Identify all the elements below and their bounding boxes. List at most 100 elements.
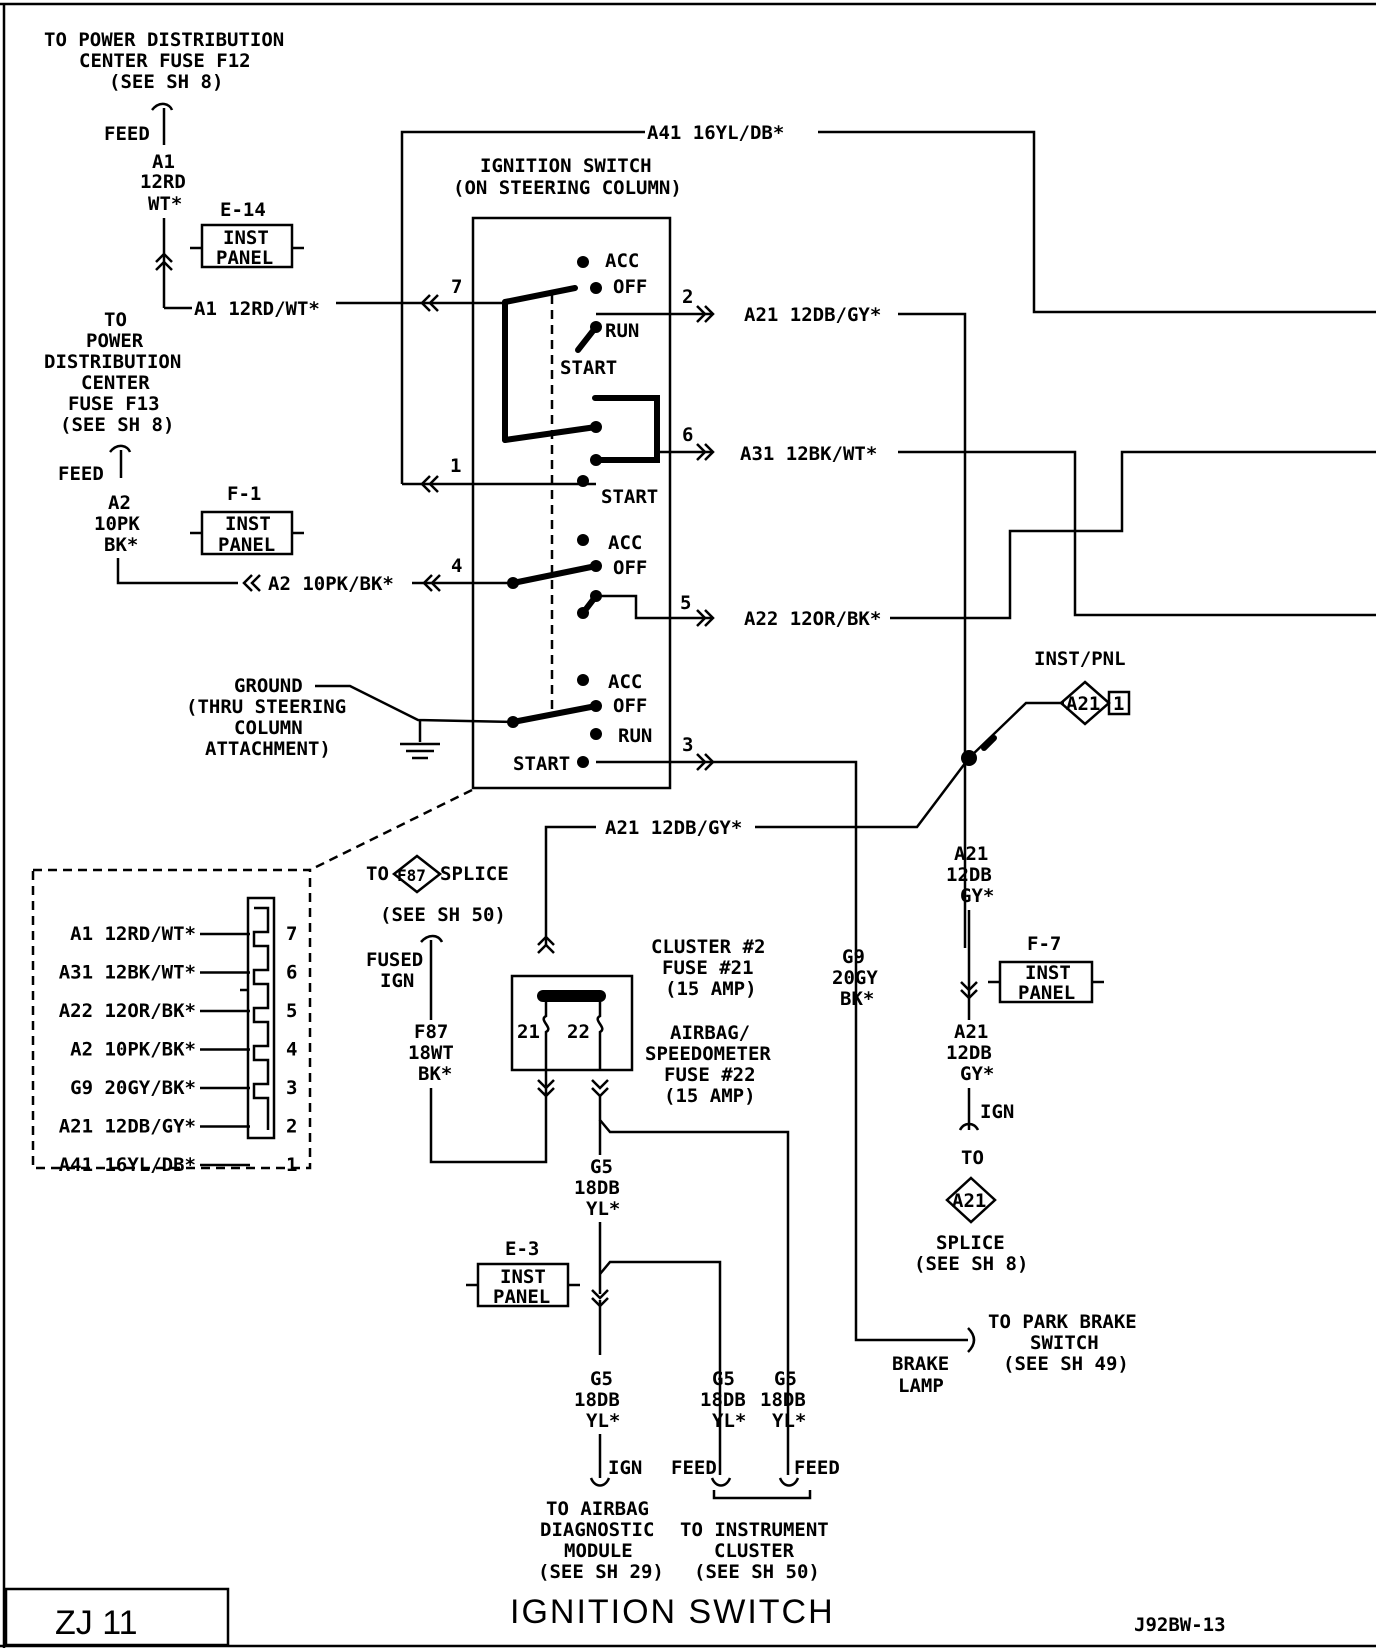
start2-label: START (601, 486, 658, 508)
bottom-feed1: FEED (671, 1457, 717, 1479)
e14-l2: PANEL (216, 247, 273, 269)
f87-fused: FUSED (366, 949, 423, 971)
pin4-label: 4 (451, 555, 462, 577)
f12-w2: 12RD (140, 171, 186, 193)
brake-l2: LAMP (898, 1375, 944, 1397)
a21r-w6: GY* (960, 1063, 994, 1085)
f13-line5: FUSE F13 (68, 393, 160, 415)
conn-f7: F-7 INST PANEL (988, 933, 1104, 1004)
ignition-switch: IGNITION SWITCH (ON STEERING COLUMN) ACC… (453, 155, 682, 790)
ign-switch-subtitle: (ON STEERING COLUMN) (453, 177, 682, 199)
f13-feed: FEED (58, 463, 104, 485)
f87-diamond: F87 (397, 866, 426, 885)
g5-top-w2: 18DB (574, 1177, 620, 1199)
park-l2: SWITCH (1030, 1332, 1099, 1354)
start1-label: START (560, 357, 617, 379)
g5-mid-w2: 18DB (700, 1389, 746, 1411)
e3-l2: PANEL (493, 1286, 550, 1308)
drawing-id: J92BW-13 (1134, 1614, 1226, 1636)
f1-l2: PANEL (218, 534, 275, 556)
e14-l1: INST (223, 227, 269, 249)
switch-housing (471, 216, 672, 790)
f12-feed: FEED (104, 123, 150, 145)
f12-line2: CENTER FUSE F12 (79, 50, 251, 72)
ground-l3: COLUMN (234, 717, 303, 739)
pin1-label: 1 (450, 455, 461, 477)
connector-row-pin: 7 (286, 923, 297, 945)
acc2-label: ACC (608, 532, 642, 554)
connector-row-pin: 3 (286, 1077, 297, 1099)
wire-a21-label: A21 12DB/GY* (744, 304, 881, 326)
fuse-f13-feed: TO POWER DISTRIBUTION CENTER FUSE F13 (S… (44, 309, 513, 595)
pin5-label: 5 (680, 592, 691, 614)
wire-a21-low-label: A21 12DB/GY* (605, 817, 742, 839)
f13-line1: TO (104, 309, 127, 331)
cluster-dest-l1: TO INSTRUMENT (680, 1519, 829, 1541)
conn-e14: E-14 INST PANEL (190, 199, 304, 269)
f87-splice: TO F87 SPLICE (SEE SH 50) FUSED IGN F87 … (366, 854, 548, 1164)
f13-line2: POWER (86, 330, 144, 352)
airbag-l1: AIRBAG/ (670, 1022, 750, 1044)
run3-label: RUN (618, 725, 652, 747)
connector-row-pin: 2 (286, 1116, 297, 1138)
f12-line3: (SEE SH 8) (109, 71, 223, 93)
f1-id: F-1 (227, 483, 261, 505)
off3-label: OFF (613, 695, 647, 717)
f87-w2: 18WT (408, 1042, 454, 1064)
connector-row-pin: 1 (286, 1154, 297, 1176)
pin7-label: 7 (451, 276, 462, 298)
g5-left-w3: YL* (586, 1410, 620, 1432)
off1-label: OFF (613, 276, 647, 298)
title-block: ZJ 11 IGNITION SWITCH J92BW-13 (4, 1587, 1226, 1647)
inst-pnl-diamond: A21 (1066, 693, 1100, 715)
off2-label: OFF (613, 557, 647, 579)
connector-row-label: A31 12BK/WT* (59, 962, 196, 984)
g5-top-w3: YL* (586, 1198, 620, 1220)
f87-w3: BK* (418, 1063, 452, 1085)
wire-a31-pin6: 6 A31 12BK/WT* (657, 424, 1376, 617)
f12-line1: TO POWER DISTRIBUTION (44, 29, 284, 51)
fuse-22: 22 (567, 1021, 590, 1043)
bottom-feed2: FEED (794, 1457, 840, 1479)
connector-row-label: A21 12DB/GY* (59, 1116, 196, 1138)
cluster-l2: FUSE #21 (662, 957, 754, 979)
cluster-dest-l3: (SEE SH 50) (694, 1561, 820, 1583)
g9-w1: G9 (842, 946, 865, 968)
wire-a41: A41 16YL/DB* 1 (400, 122, 1376, 493)
park-l1: TO PARK BRAKE (988, 1311, 1137, 1333)
pin3-label: 3 (682, 734, 693, 756)
diagram-title: IGNITION SWITCH (510, 1593, 835, 1631)
g5-left-w2: 18DB (574, 1389, 620, 1411)
conn-e3: E-3 INST PANEL (466, 1238, 580, 1308)
a21r-see: (SEE SH 8) (914, 1253, 1028, 1275)
ign-switch-title: IGNITION SWITCH (480, 155, 652, 177)
f87-splice-label: SPLICE (440, 863, 509, 885)
airbag-dest-l3: MODULE (564, 1540, 633, 1562)
ground-l1: GROUND (234, 675, 303, 697)
a21r-w3: GY* (960, 885, 994, 907)
connector-row-label: A1 12RD/WT* (70, 923, 196, 945)
f13-w2: 10PK (94, 513, 140, 535)
a21r-w4: A21 (954, 1021, 988, 1043)
f13-line3: DISTRIBUTION (44, 351, 181, 373)
fuse-f12-feed: TO POWER DISTRIBUTION CENTER FUSE F12 (S… (44, 29, 505, 320)
a21r-to: TO (961, 1147, 984, 1169)
cluster-l1: CLUSTER #2 (651, 936, 765, 958)
brake-l1: BRAKE (892, 1353, 949, 1375)
connector-row-pin: 6 (286, 962, 297, 984)
f7-l2: PANEL (1018, 982, 1075, 1004)
f13-w3: BK* (104, 534, 138, 556)
f13-line4: CENTER (81, 372, 150, 394)
wire-a2-label: A2 10PK/BK* (268, 573, 394, 595)
f12-w3: WT* (148, 193, 182, 215)
f87-see: (SEE SH 50) (380, 904, 506, 926)
f87-ign: IGN (380, 970, 414, 992)
inst-pnl-box: 1 (1113, 693, 1124, 715)
a21r-w5: 12DB (946, 1042, 992, 1064)
conn-f1: F-1 INST PANEL (190, 483, 304, 556)
bottom-ign: IGN (608, 1457, 642, 1479)
g5-right-w2: 18DB (760, 1389, 806, 1411)
connector-row-pin: 5 (286, 1000, 297, 1022)
f1-l1: INST (225, 513, 271, 535)
